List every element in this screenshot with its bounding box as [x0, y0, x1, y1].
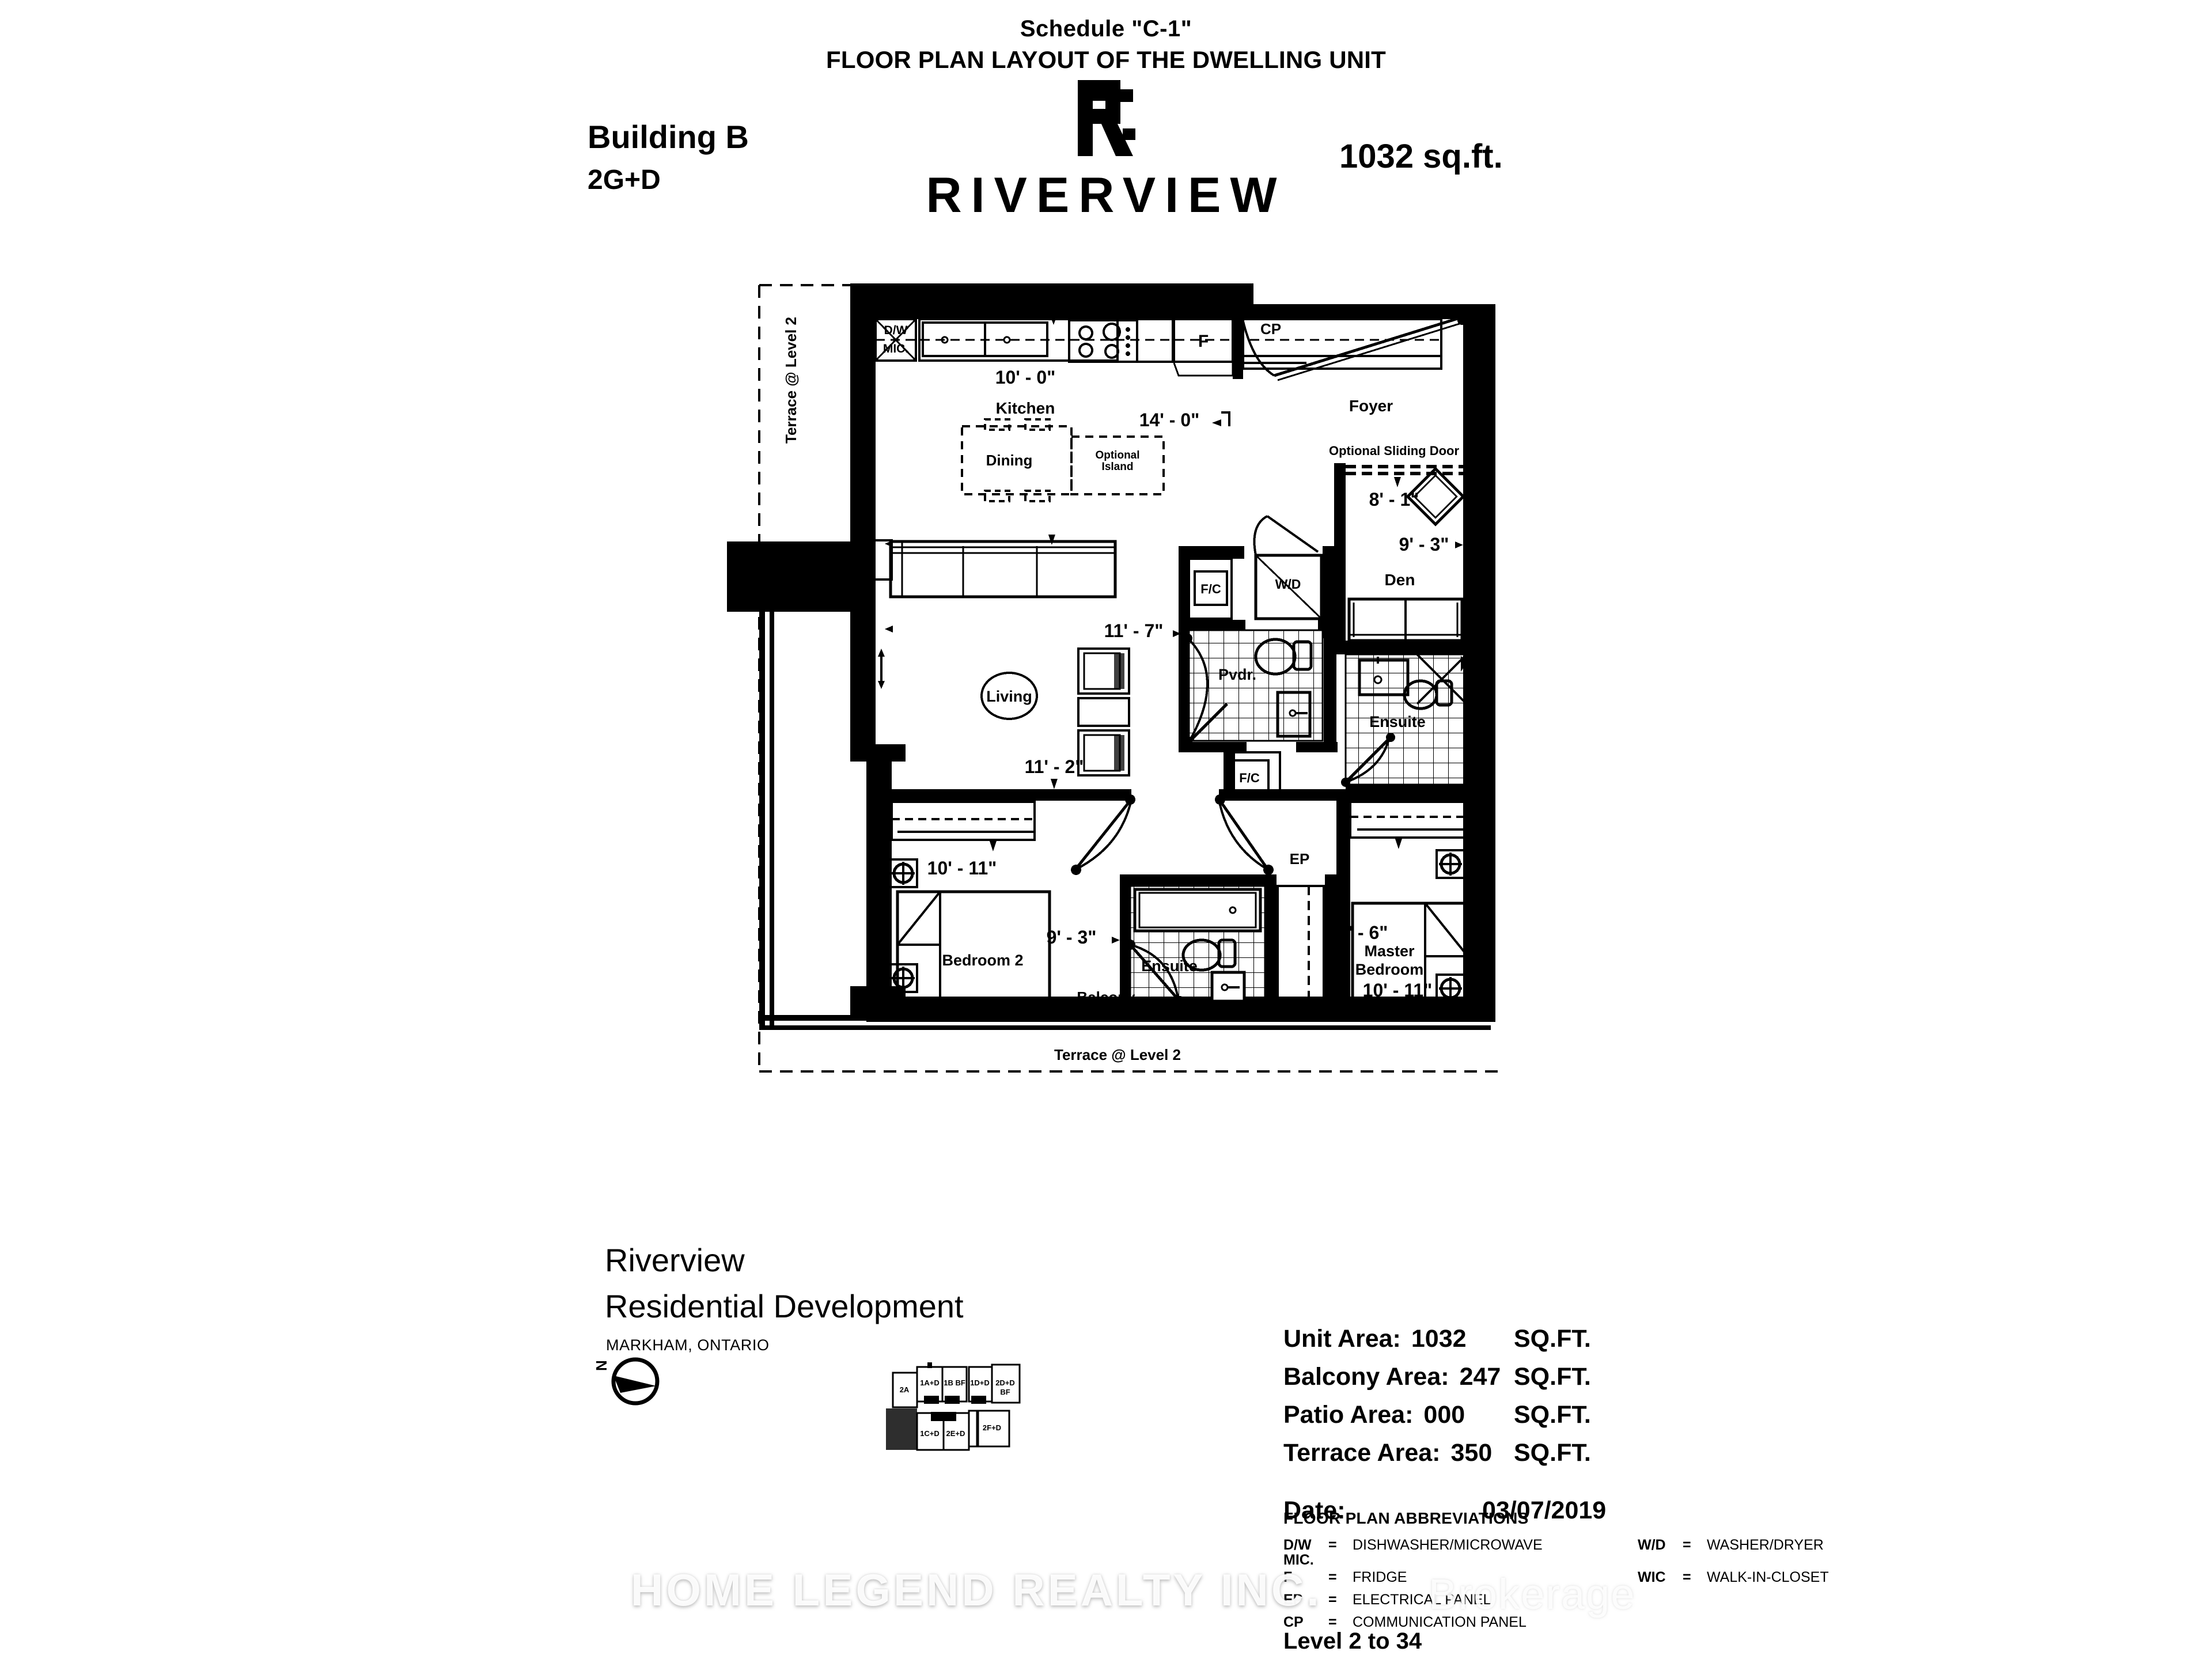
powder-label: Pvdr. [1218, 666, 1256, 683]
area-summary: Unit Area: 1032 SQ.FT. Balcony Area: 247… [1283, 1325, 1606, 1535]
abbrev-key-line2: MIC. [1283, 1552, 1314, 1568]
fan-coil-1-label: F/C [1200, 582, 1221, 596]
svg-text:BF: BF [1000, 1388, 1010, 1396]
abbrev-row: F = FRIDGE [1283, 1569, 1407, 1585]
headline-area: 1032 sq.ft. [1339, 138, 1503, 175]
development-city: MARKHAM, ONTARIO [606, 1336, 770, 1354]
key-plan-diagram: 2A 1A+D 1B BF 1D+D 2D+D BF 1C+D 2E+D 2F+… [864, 1351, 1048, 1506]
terrace-left-label: Terrace @ Level 2 [782, 317, 800, 444]
svg-text:1C+D: 1C+D [920, 1429, 940, 1438]
level-range-label: Level 2 to 34 [1283, 1628, 1422, 1654]
area-row: Terrace Area: 350 SQ.FT. [1283, 1439, 1591, 1467]
svg-text:2A: 2A [900, 1385, 910, 1394]
living-label: Living [986, 688, 1032, 705]
dim-living-w: 11' - 7" [1104, 620, 1164, 641]
fridge-label: F [1198, 332, 1209, 351]
svg-text:MIC.: MIC. [883, 342, 908, 355]
den-label: Den [1385, 571, 1415, 589]
dim-bed2-d: 9' - 3" [1047, 927, 1097, 948]
abbrev-row: CP = COMMUNICATION PANEL [1283, 1614, 1527, 1630]
development-name-line2: Residential Development [605, 1288, 964, 1324]
cp-label: CP [1260, 320, 1281, 338]
dim-living-d: 11' - 2" [1025, 756, 1084, 777]
date-label: Date: [1283, 1497, 1346, 1524]
master-bedroom-label-2: Bedroom [1355, 961, 1424, 978]
north-arrow-icon: N [593, 1348, 671, 1417]
terrace-bottom-label: Terrace @ Level 2 [1054, 1046, 1181, 1063]
date-row: Date: 03/07/2019 [1283, 1497, 1606, 1535]
ensuite-den-label: Ensuite [1369, 713, 1426, 730]
abbrev-row: W/D = WASHER/DRYER [1638, 1537, 1824, 1553]
building-label: Building B [588, 119, 749, 155]
dim-den-d: 9' - 3" [1399, 534, 1449, 555]
svg-text:2F+D: 2F+D [983, 1423, 1001, 1432]
svg-text:2E+D: 2E+D [946, 1429, 965, 1438]
svg-text:2D+D: 2D+D [995, 1378, 1015, 1387]
electrical-panel-label: EP [1290, 850, 1310, 868]
dim-kitchen-d: 14' - 0" [1139, 410, 1200, 430]
date-value: 03/07/2019 [1482, 1497, 1607, 1524]
dim-kitchen-w: 10' - 0" [995, 367, 1056, 388]
area-row: Balcony Area: 247 SQ.FT. [1283, 1363, 1591, 1391]
svg-text:Island: Island [1102, 461, 1134, 473]
abbrev-row: D/W = DISHWASHER/MICROWAVE MIC. [1283, 1537, 1543, 1568]
bedroom2-label: Bedroom 2 [942, 952, 1023, 969]
abbrev-column-2: W/D = WASHER/DRYER WIC = WALK-IN-CLOSET [1638, 1537, 1829, 1592]
watermark-brokerage-line1: HOME LEGEND REALTY INC. [631, 1565, 1322, 1615]
abbreviations-title: FLOOR PLAN ABBREVIATIONS [1283, 1509, 1529, 1527]
fan-coil-2-label: F/C [1239, 771, 1260, 785]
dim-master-d: 9' - 6" [1338, 922, 1388, 943]
abbrev-row: WIC = WALK-IN-CLOSET [1638, 1569, 1829, 1585]
riverview-logo-icon [1063, 78, 1155, 158]
schedule-label: Schedule "C-1" [1020, 16, 1192, 41]
optional-island-label: Optional [1095, 449, 1139, 461]
brand-title: RIVERVIEW [926, 168, 1286, 223]
area-row: Patio Area: 000 SQ.FT. [1283, 1401, 1591, 1429]
washer-dryer-label: W/D [1275, 577, 1301, 592]
dw-mic-label: D/W [884, 324, 908, 337]
development-name-line1: Riverview [605, 1242, 745, 1278]
page-title: FLOOR PLAN LAYOUT OF THE DWELLING UNIT [825, 46, 1386, 73]
dim-master-w: 10' - 11" [1363, 980, 1433, 1001]
abbrev-row: EP = ELECTRICAL PANEL [1283, 1592, 1491, 1608]
foyer-label: Foyer [1349, 397, 1393, 415]
area-row: Unit Area: 1032 SQ.FT. [1283, 1325, 1591, 1353]
unit-type-label: 2G+D [588, 165, 661, 195]
svg-text:1B BF: 1B BF [944, 1378, 965, 1387]
floor-plan-drawing: Terrace @ Level 2 Balcony Terrace @ Leve… [714, 253, 1498, 1129]
optional-sliding-door-label: Optional Sliding Door [1329, 444, 1460, 458]
dining-label: Dining [986, 452, 1033, 469]
kitchen-label: Kitchen [996, 399, 1055, 417]
abbrev-column-1: D/W = DISHWASHER/MICROWAVE MIC. F = FRID… [1283, 1537, 1543, 1637]
svg-text:1A+D: 1A+D [920, 1378, 940, 1387]
svg-text:1D+D: 1D+D [970, 1378, 990, 1387]
dim-bed2-w: 10' - 11" [927, 858, 997, 878]
master-bedroom-label-1: Master [1364, 942, 1415, 960]
svg-text:N: N [596, 1360, 610, 1371]
